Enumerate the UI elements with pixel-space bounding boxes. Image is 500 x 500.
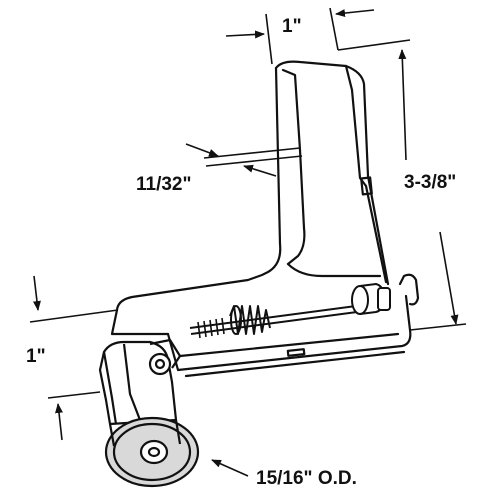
base-rail-lower bbox=[184, 350, 406, 378]
wheel-housing-front bbox=[102, 351, 118, 425]
screw-shaft bbox=[189, 305, 358, 335]
right-ear bbox=[398, 273, 420, 306]
wheel-hub bbox=[139, 439, 169, 465]
base-slot bbox=[286, 348, 306, 357]
adjustment-screw bbox=[189, 283, 391, 339]
pivot-rivet-center bbox=[154, 358, 166, 370]
screw-nut bbox=[377, 287, 391, 311]
side-flange bbox=[344, 64, 388, 284]
base-rail bbox=[166, 294, 412, 372]
screw-head bbox=[351, 285, 369, 315]
vertical-plate bbox=[110, 66, 282, 336]
top-width-label: 1" bbox=[282, 16, 302, 37]
thickness-label: 11/32" bbox=[136, 174, 192, 195]
vertical-plate-fold bbox=[281, 68, 306, 266]
height-label: 3-3/8" bbox=[404, 172, 456, 193]
pivot-rivet bbox=[148, 352, 172, 376]
vertical-plate-rear bbox=[274, 60, 390, 286]
side-height-label: 1" bbox=[26, 346, 46, 367]
spring bbox=[229, 305, 271, 335]
spring-cap bbox=[230, 305, 242, 335]
screw-threads bbox=[197, 317, 225, 339]
flange-slot bbox=[360, 176, 373, 196]
wheel-housing-fold bbox=[122, 343, 142, 421]
wheel-assembly bbox=[98, 338, 200, 488]
base-rail-inner bbox=[178, 332, 400, 358]
bracket-corner bbox=[286, 262, 382, 278]
wheel-diameter-label: 15/16" O.D. bbox=[256, 468, 357, 489]
dimension-lines bbox=[29, 7, 467, 477]
pivot-link bbox=[149, 338, 182, 369]
wheel-fork bbox=[108, 419, 182, 447]
bracket bbox=[110, 60, 420, 378]
wheel-axle bbox=[147, 446, 161, 458]
